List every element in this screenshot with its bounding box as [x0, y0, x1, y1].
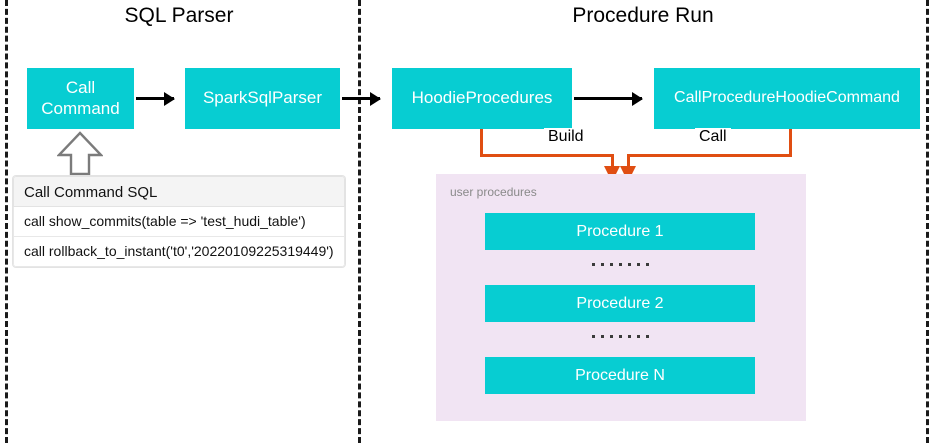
ellipsis-dot — [645, 334, 649, 338]
ellipsis-dot — [600, 262, 604, 266]
node-hoodie-procedures[interactable]: HoodieProcedures — [392, 68, 572, 129]
sql-table-header: Call Command SQL — [13, 176, 345, 207]
call-connector-vertical — [789, 129, 792, 157]
node-call-procedure-hoodie-command[interactable]: CallProcedureHoodieCommand — [654, 68, 920, 129]
section-divider-left — [5, 0, 8, 443]
edge-label-build: Build — [544, 128, 588, 146]
section-title-sql-parser: SQL Parser — [124, 4, 234, 27]
call-command-sql-table: Call Command SQL call show_commits(table… — [13, 176, 345, 267]
section-title-procedure-run: Procedure Run — [572, 4, 714, 27]
call-connector-horizontal — [627, 154, 792, 157]
procedure-item[interactable]: Procedure 1 — [485, 213, 755, 250]
call-connector-drop — [627, 154, 630, 168]
section-divider-middle — [358, 0, 361, 443]
ellipsis-dot — [636, 334, 640, 338]
ellipsis-dots — [485, 326, 755, 346]
procedure-item[interactable]: Procedure 2 — [485, 285, 755, 322]
ellipsis-dots — [485, 254, 755, 274]
ellipsis-dot — [600, 334, 604, 338]
sql-table-row: call rollback_to_instant('t0','202201092… — [13, 237, 345, 267]
node-spark-sql-parser[interactable]: SparkSqlParser — [185, 68, 340, 129]
arrow-call-command-to-spark-sql-parser — [136, 97, 174, 100]
ellipsis-dot — [591, 262, 595, 266]
ellipsis-dot — [618, 334, 622, 338]
sql-table-row: call show_commits(table => 'test_hudi_ta… — [13, 207, 345, 237]
build-connector-vertical — [480, 129, 483, 157]
user-procedures-label: user procedures — [450, 185, 537, 199]
user-procedures-panel: user procedures Procedure 1 Procedure 2 … — [436, 174, 806, 421]
arrow-hoodie-procedures-to-call-procedure-hoodie-command — [574, 97, 642, 100]
procedure-item[interactable]: Procedure N — [485, 357, 755, 394]
ellipsis-dot — [627, 334, 631, 338]
hollow-up-arrow-icon — [57, 131, 103, 175]
ellipsis-dot — [636, 262, 640, 266]
arrow-spark-sql-parser-to-hoodie-procedures — [342, 97, 380, 100]
ellipsis-dot — [609, 262, 613, 266]
ellipsis-dot — [627, 262, 631, 266]
edge-label-call: Call — [695, 128, 731, 146]
ellipsis-dot — [591, 334, 595, 338]
ellipsis-dot — [645, 262, 649, 266]
section-divider-right — [926, 0, 929, 443]
ellipsis-dot — [609, 334, 613, 338]
build-connector-horizontal — [480, 154, 614, 157]
build-connector-drop — [611, 154, 614, 168]
ellipsis-dot — [618, 262, 622, 266]
